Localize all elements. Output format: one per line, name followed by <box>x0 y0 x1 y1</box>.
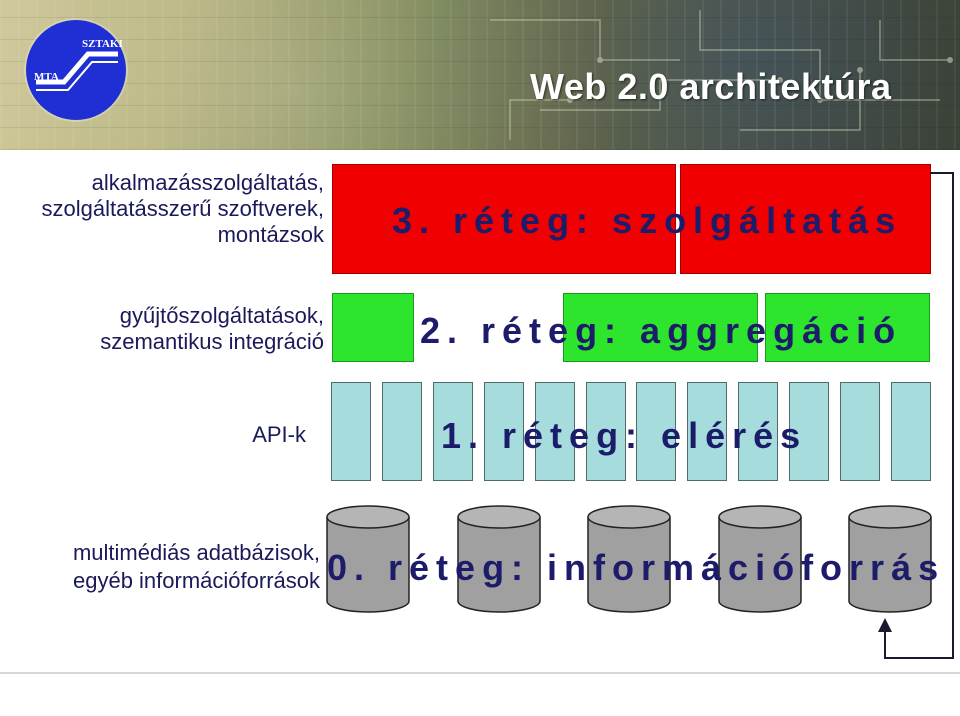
layer1-box <box>840 382 880 481</box>
logo-text-mta: MTA <box>34 71 59 83</box>
circuit-decoration <box>490 10 953 140</box>
layer1-box <box>687 382 728 481</box>
database-cylinder-icon <box>587 505 671 613</box>
layer2-label: 2. réteg: aggregáció <box>420 310 903 351</box>
layer2-box <box>563 293 758 362</box>
layer3-box <box>332 164 676 274</box>
label-line: szolgáltatásszerű szoftverek, <box>41 196 324 221</box>
layer1-box <box>789 382 830 481</box>
layer2-box <box>765 293 930 362</box>
header-divider <box>0 150 960 152</box>
footer-divider <box>0 672 960 674</box>
label-line: gyűjtőszolgáltatások, <box>119 303 324 328</box>
layer1-box <box>331 382 371 481</box>
label-api: API-k <box>252 422 306 447</box>
label-multimedia-sources: multimédiás adatbázisok, egyéb informáci… <box>0 539 320 595</box>
database-cylinder-icon <box>326 505 410 613</box>
database-cylinder-icon <box>456 505 541 613</box>
label-collection-services: gyűjtőszolgáltatások, szemantikus integr… <box>0 303 324 355</box>
layer1-box <box>585 382 626 481</box>
layer1-box <box>432 382 473 481</box>
banner-texture <box>0 0 960 150</box>
label-line: egyéb információforrások <box>72 568 320 593</box>
label-line: szemantikus integráció <box>100 329 324 354</box>
page-title: Web 2.0 architektúra <box>530 66 892 107</box>
layer3-label: 3. réteg: szolgáltatás <box>392 200 903 241</box>
layer1-box <box>483 382 524 481</box>
layer0-label: 0. réteg: információforrás <box>327 547 946 588</box>
layer1-box <box>381 382 422 481</box>
layer1-box <box>636 382 677 481</box>
label-line: alkalmazásszolgáltatás, <box>91 170 324 195</box>
layer1-label: 1. réteg: elérés <box>441 415 808 456</box>
layer2-box <box>332 293 414 362</box>
feedback-arrow <box>878 172 954 659</box>
database-cylinder-icon <box>848 505 932 613</box>
layer3-box <box>680 164 931 274</box>
layer1-box <box>890 382 931 481</box>
label-line: multimédiás adatbázisok, <box>72 540 320 565</box>
layer1-box <box>738 382 779 481</box>
arrowhead-icon <box>878 618 892 632</box>
header-banner <box>0 0 960 150</box>
label-line: montázsok <box>217 222 324 247</box>
logo-wave-icon <box>36 51 118 91</box>
layer1-box <box>534 382 575 481</box>
label-application-services: alkalmazásszolgáltatás, szolgáltatásszer… <box>0 170 324 248</box>
logo-text-sztaki: SZTAKI <box>82 38 123 50</box>
database-cylinder-icon <box>717 505 802 613</box>
sztaki-logo <box>26 20 126 120</box>
